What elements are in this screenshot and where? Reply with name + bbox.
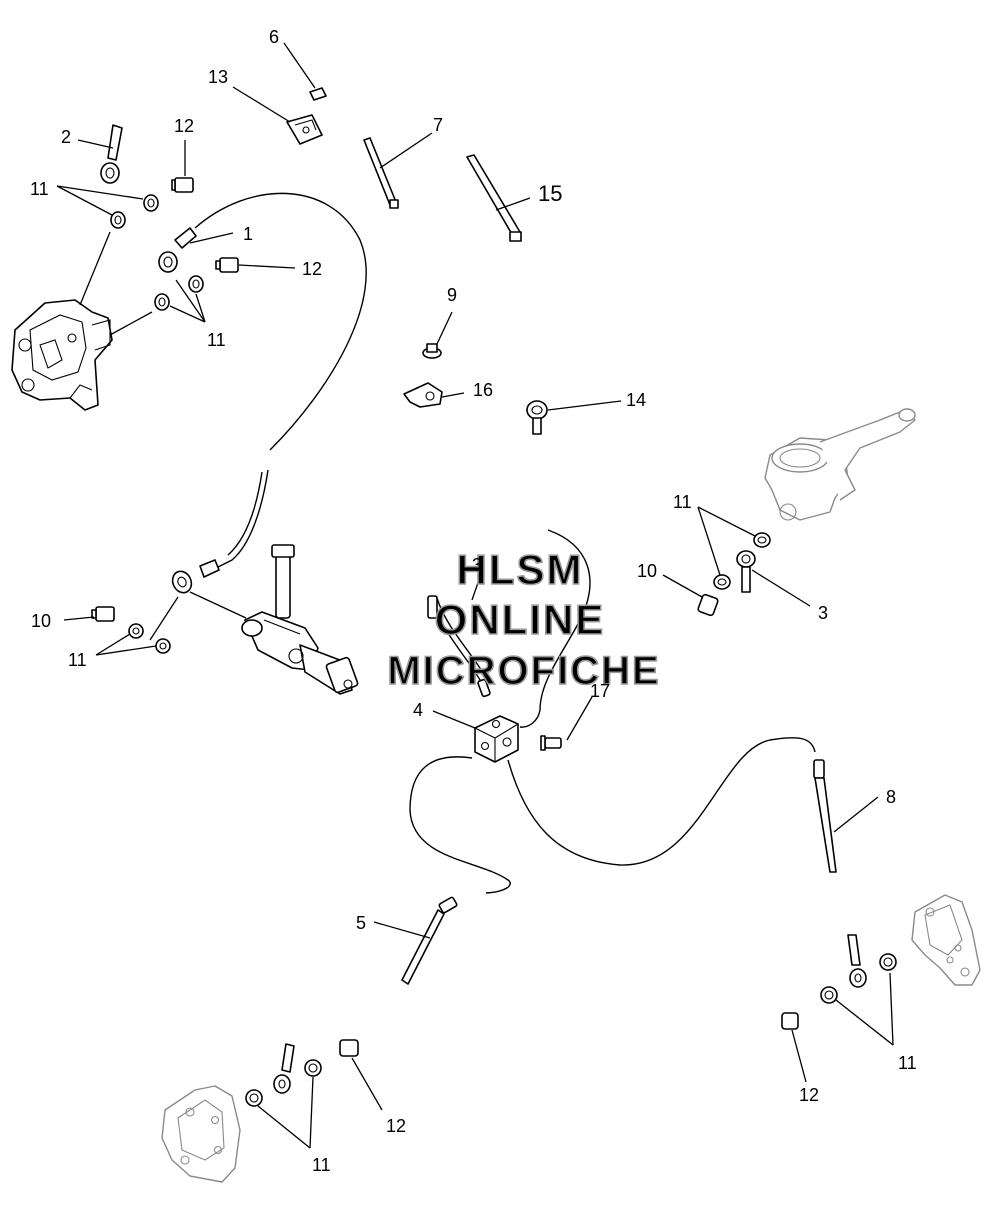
callout-11-mid-left: 11 (207, 330, 226, 350)
bolt-17 (540, 735, 562, 751)
bolt-12-rear-left (339, 1039, 359, 1057)
callout-7: 7 (433, 115, 443, 135)
callout-labels: 6 13 2 12 11 1 12 11 7 15 9 16 14 11 10 … (30, 27, 917, 1175)
banjo-fitting-3-right (736, 550, 756, 593)
callout-11-right: 11 (673, 492, 692, 512)
callout-2: 2 (61, 127, 71, 147)
hose-end-8 (813, 759, 837, 873)
callout-5: 5 (356, 913, 366, 933)
washers-11-left (128, 623, 171, 654)
brake-hose-3-center (519, 529, 591, 728)
leader-lines (56, 42, 894, 1149)
brake-hose-3-short-b (436, 597, 491, 685)
banjo-fitting-rear-left (273, 1043, 295, 1094)
screw-6 (309, 87, 327, 101)
callout-11-rear-left: 11 (312, 1155, 331, 1175)
fitting-14 (526, 400, 548, 435)
washers-11-right (713, 532, 771, 590)
hand-master-cylinder (764, 408, 916, 521)
callout-14: 14 (626, 390, 646, 410)
callout-3-right: 3 (818, 603, 828, 623)
cable-tie-7 (363, 137, 399, 209)
banjo-fitting-1 (158, 227, 197, 273)
bolt-10-left (91, 606, 115, 622)
hoses (194, 192, 816, 894)
watermark-line3: MICROFICHE (387, 649, 660, 693)
banjo-fitting-2 (100, 124, 123, 184)
callout-8: 8 (886, 787, 896, 807)
callout-12-top: 12 (174, 116, 194, 136)
junction-block (474, 715, 519, 763)
watermark: HLSM ONLINE MICROFICHE (387, 545, 660, 694)
washers-11-mid-left (154, 275, 204, 311)
banjo-fitting-left (171, 559, 220, 594)
callout-1: 1 (243, 224, 253, 244)
callout-9: 9 (447, 285, 457, 305)
callout-3-center: 3 (472, 555, 482, 575)
brake-line-1-lower-b (227, 471, 263, 556)
callout-11-top-left: 11 (30, 179, 49, 199)
caliper-front-left (11, 299, 113, 411)
washers-11-top-left (110, 194, 159, 229)
hose-end-5 (401, 896, 458, 985)
callout-6: 6 (269, 27, 279, 47)
cable-tie-15 (466, 154, 522, 242)
clamp-16 (403, 382, 443, 408)
bolt-12-top (171, 177, 194, 193)
washers-11-rear-left (245, 1059, 322, 1107)
watermark-line2: ONLINE (435, 596, 606, 643)
small-parts (91, 87, 897, 1107)
master-cylinder (241, 544, 359, 695)
callout-10-right: 10 (637, 561, 657, 581)
screw-9 (422, 343, 442, 359)
brake-hose-1 (194, 192, 367, 451)
clip-13 (286, 114, 323, 145)
hose-fitting-3-center (427, 595, 491, 698)
bolt-12-mid (215, 257, 239, 273)
brake-line-1-lower (207, 469, 269, 573)
bolt-12-rear-right (781, 1012, 799, 1030)
callout-13: 13 (208, 67, 228, 87)
callout-12-rear-right: 12 (799, 1085, 819, 1105)
washers-11-rear-right (820, 953, 897, 1004)
watermark-line1: HLSM (457, 546, 584, 593)
callout-11-left: 11 (68, 650, 87, 670)
caliper-rear-right (911, 894, 981, 986)
callout-10-left: 10 (31, 611, 51, 631)
callout-17: 17 (590, 681, 610, 701)
brake-hose-5 (409, 756, 511, 894)
callout-15: 15 (538, 181, 562, 206)
brake-hose-8 (507, 737, 816, 866)
banjo-fitting-rear-right (847, 934, 867, 988)
callout-12-rear-left: 12 (386, 1116, 406, 1136)
callout-12-mid: 12 (302, 259, 322, 279)
bolt-10-right (697, 593, 719, 617)
callout-4: 4 (413, 700, 423, 720)
caliper-rear-left (161, 1085, 241, 1183)
callout-16: 16 (473, 380, 493, 400)
callout-11-rear-right: 11 (898, 1053, 917, 1073)
